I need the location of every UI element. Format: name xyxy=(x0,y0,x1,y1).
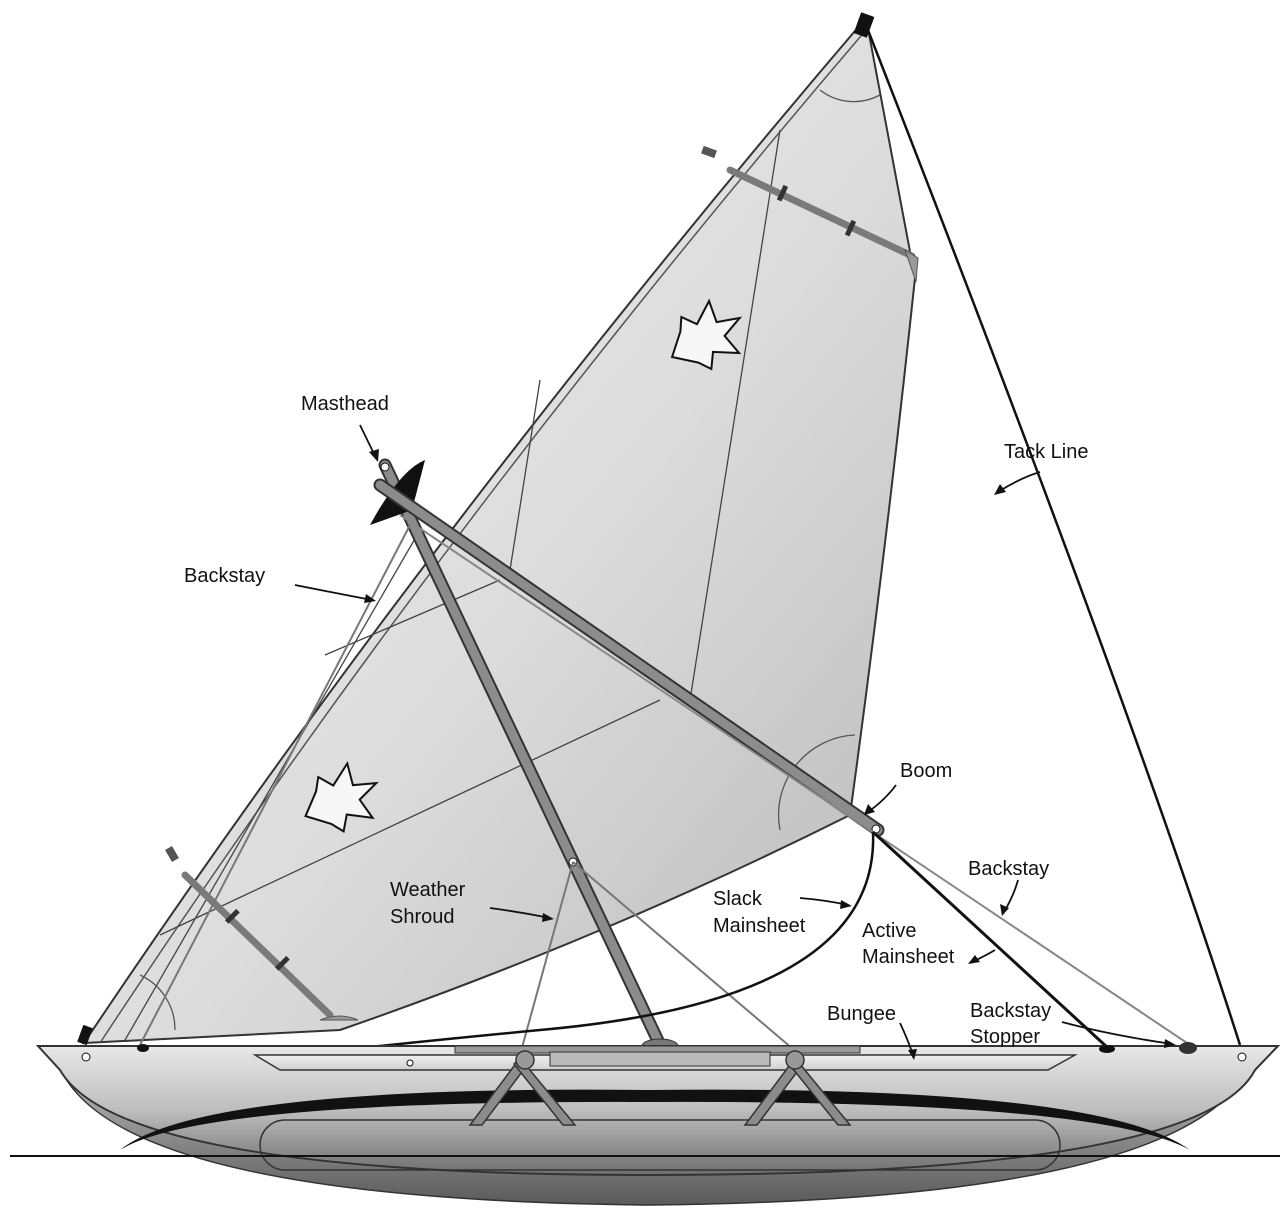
tack-line xyxy=(866,25,1240,1045)
label-active-mainsheet-line2: Mainsheet xyxy=(862,946,955,968)
boom-leader xyxy=(868,785,896,812)
sail xyxy=(84,12,918,1043)
label-weather-shroud-line1: Weather xyxy=(390,879,466,901)
label-backstay-right: Backstay xyxy=(968,858,1049,880)
label-backstay-stopper-line2: Stopper xyxy=(970,1026,1040,1048)
seat-plank xyxy=(550,1052,770,1066)
label-boom: Boom xyxy=(900,760,952,782)
hull xyxy=(38,1046,1278,1205)
label-masthead: Masthead xyxy=(301,393,389,415)
tack-line-leader xyxy=(998,472,1040,492)
label-backstay-left: Backstay xyxy=(184,565,265,587)
label-bungee: Bungee xyxy=(827,1003,896,1025)
head-fitting xyxy=(854,12,875,37)
label-slack-mainsheet-line2: Mainsheet xyxy=(713,915,806,937)
luff-tie-upper xyxy=(701,146,717,158)
label-weather-shroud-line2: Shroud xyxy=(390,906,455,928)
backstay-stopper-leader xyxy=(1062,1022,1172,1044)
label-active-mainsheet-line1: Active xyxy=(862,920,916,942)
label-backstay-stopper-line1: Backstay xyxy=(970,1000,1051,1022)
label-slack-mainsheet-line1: Slack xyxy=(713,888,763,910)
luff-tie-lower xyxy=(165,846,179,862)
label-tack-line: Tack Line xyxy=(1004,441,1089,463)
backstay-left-leader xyxy=(295,585,372,600)
